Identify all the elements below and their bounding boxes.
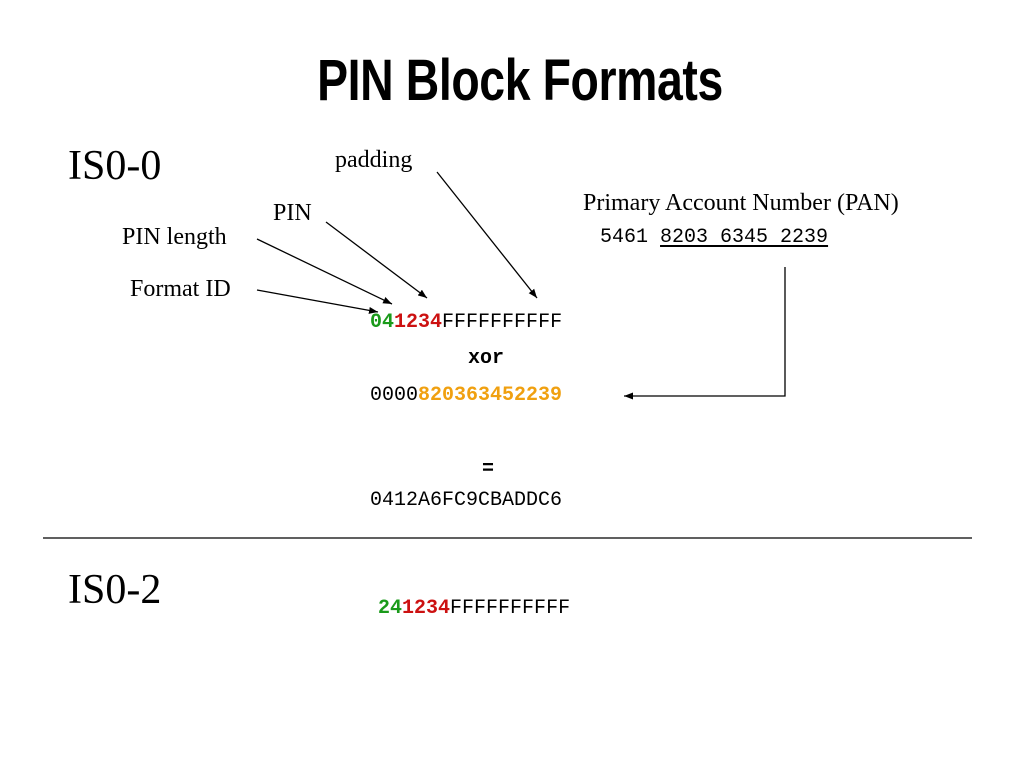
pan-block-digits: 820363452239 <box>418 384 563 407</box>
iso0-pin-length-digit: 4 <box>382 311 395 334</box>
iso2-padding-digits: FFFFFFFFFF <box>450 597 571 620</box>
iso2-format-id-digit: 2 <box>378 597 391 620</box>
iso0-pin-block: 041234FFFFFFFFFF <box>370 311 562 335</box>
iso0-format-id-digit: 0 <box>370 311 383 334</box>
iso0-padding-digits: FFFFFFFFFF <box>442 311 563 334</box>
pan-block: 0000820363452239 <box>370 384 562 408</box>
pin-length-arrow <box>256 238 393 305</box>
iso2-pin-block: 241234FFFFFFFFFF <box>378 597 570 621</box>
pin-arrow <box>325 221 428 299</box>
format-id-arrow <box>256 289 379 314</box>
padding-arrow <box>436 171 538 299</box>
iso0-heading: IS0-0 <box>68 143 162 189</box>
xor-label: xor <box>468 347 505 370</box>
padding-label: padding <box>335 147 413 173</box>
pin-label: PIN <box>273 200 312 226</box>
slide-title: PIN Block Formats <box>317 48 723 113</box>
equals-label: = <box>482 458 495 481</box>
pan-value-first: 5461 <box>600 226 649 249</box>
pin-length-label: PIN length <box>122 224 227 250</box>
pan-block-zeros: 0000 <box>370 384 419 407</box>
pan-value-rest: 8203 6345 2239 <box>660 226 829 249</box>
pan-arrow <box>624 267 786 400</box>
iso2-pin-length-digit: 4 <box>390 597 403 620</box>
pan-label: Primary Account Number (PAN) <box>583 190 899 216</box>
iso2-heading: IS0-2 <box>68 567 162 613</box>
xor-result: 0412A6FC9CBADDC6 <box>370 489 563 512</box>
iso0-pin-digits: 1234 <box>394 311 443 334</box>
format-id-label: Format ID <box>130 276 231 302</box>
pan-value: 5461 8203 6345 2239 <box>600 226 828 250</box>
iso2-pin-digits: 1234 <box>402 597 451 620</box>
